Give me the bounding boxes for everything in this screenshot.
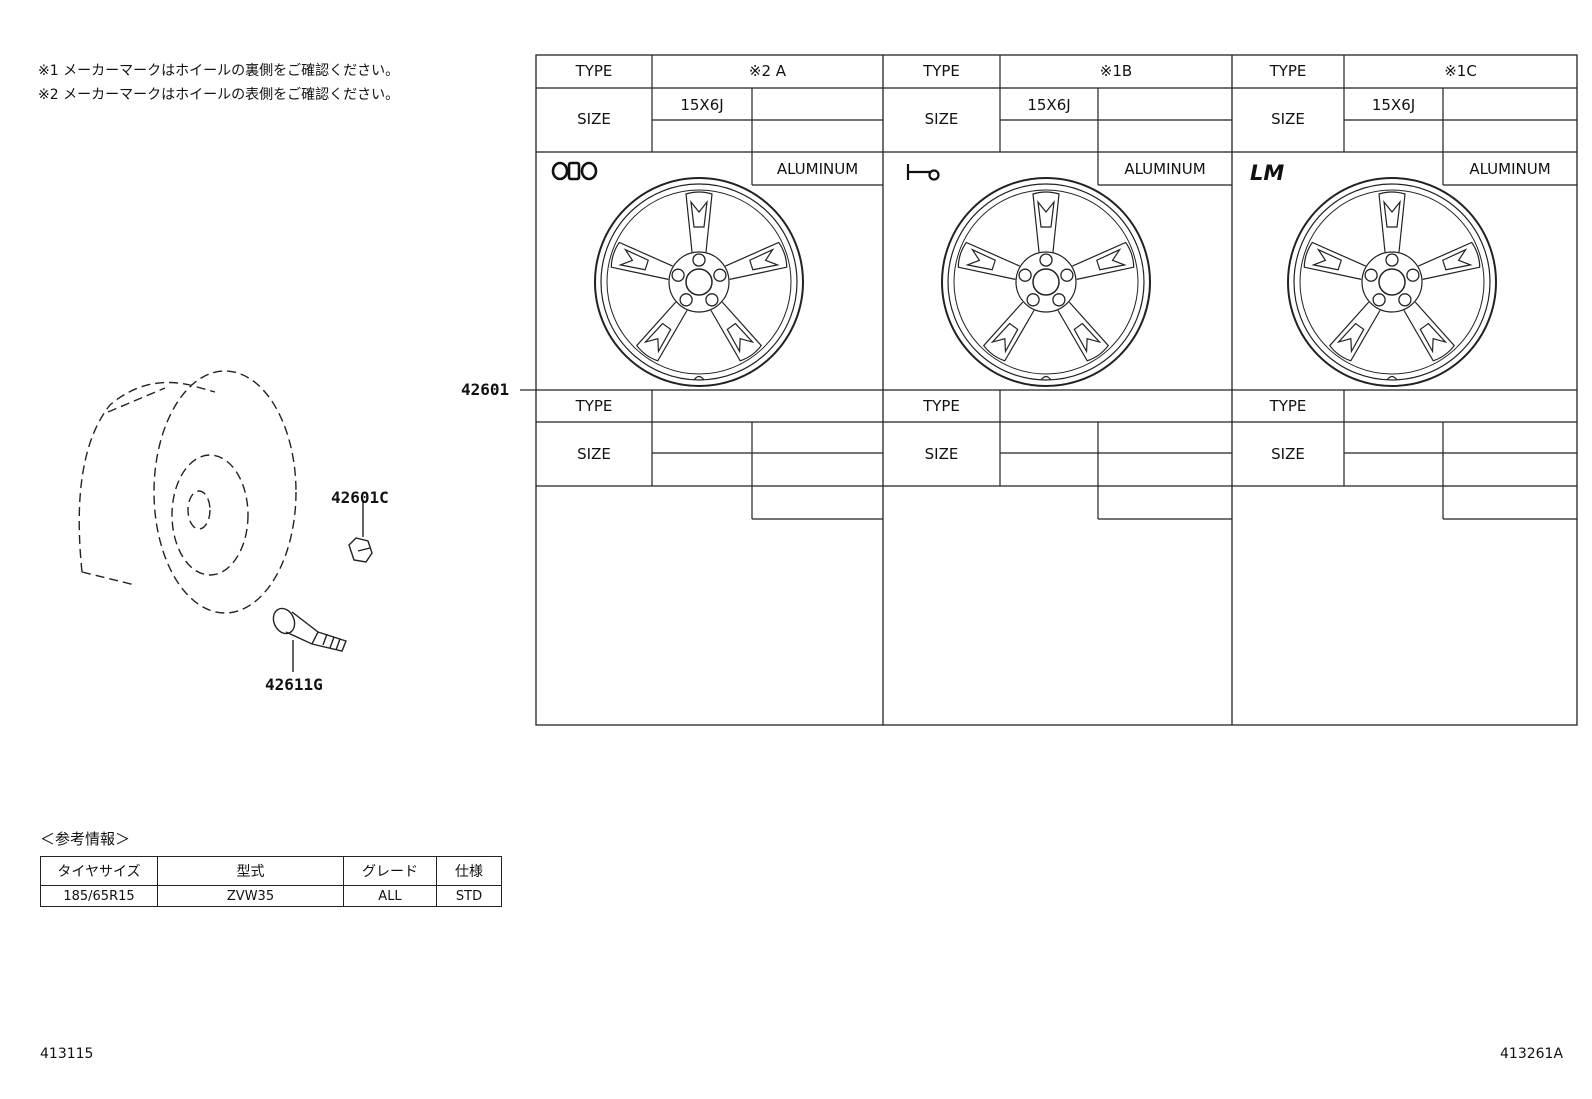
reference-table: タイヤサイズ 型式 グレード 仕様 185/65R15 ZVW35 ALL ST… bbox=[40, 856, 502, 907]
illustration-code-right: 413261A bbox=[1500, 1046, 1564, 1062]
panel-a-type-label: TYPE bbox=[575, 62, 613, 80]
part-number-42601: 42601 bbox=[461, 380, 510, 399]
reference-header-grade: グレード bbox=[343, 856, 437, 886]
maker-logo-obo bbox=[551, 161, 598, 181]
panel-c-type-value: ※1C bbox=[1444, 62, 1477, 80]
panel-c-lower-size-label: SIZE bbox=[1271, 445, 1305, 463]
panel-b-lower-size-label: SIZE bbox=[924, 445, 959, 463]
note-1: ※1 メーカーマークはホイールの裏側をご確認ください。 bbox=[38, 63, 400, 79]
wheel-drawing-a bbox=[594, 177, 804, 387]
panel-3-lines bbox=[1343, 55, 1577, 520]
reference-header-tire-size: タイヤサイズ bbox=[40, 856, 158, 886]
panel-c-material: ALUMINUM bbox=[1469, 160, 1551, 178]
panel-c-size-label: SIZE bbox=[1271, 110, 1305, 128]
panel-a-material: ALUMINUM bbox=[776, 160, 859, 178]
tire-drawing bbox=[78, 370, 297, 614]
nut-drawing bbox=[348, 500, 373, 563]
panel-b-lower-type-label: TYPE bbox=[923, 397, 960, 415]
panel-a-type-value: ※2 A bbox=[748, 62, 787, 80]
wheel-drawing-b bbox=[941, 177, 1151, 387]
reference-header-spec: 仕様 bbox=[436, 856, 502, 886]
panel-c-type-label: TYPE bbox=[1269, 62, 1307, 80]
maker-logo-key bbox=[906, 164, 940, 181]
part-number-42611g: 42611G bbox=[265, 675, 323, 694]
reference-value-row: 185/65R15 ZVW35 ALL STD bbox=[40, 885, 502, 907]
reference-header-model: 型式 bbox=[157, 856, 344, 886]
maker-logo-lm: LM bbox=[1250, 161, 1284, 185]
panel-b-size-label: SIZE bbox=[924, 110, 959, 128]
panel-b-type-value: ※1B bbox=[1099, 62, 1133, 80]
wheel-drawing-c bbox=[1287, 177, 1497, 387]
valve-drawing bbox=[272, 607, 347, 672]
note-2: ※2 メーカーマークはホイールの表側をご確認ください。 bbox=[38, 87, 400, 103]
panel-c-size-value: 15X6J bbox=[1371, 96, 1416, 114]
reference-value-spec: STD bbox=[436, 885, 502, 907]
panel-c-lower-type-label: TYPE bbox=[1269, 397, 1307, 415]
panel-1-lines bbox=[651, 55, 883, 520]
reference-title: ＜参考情報＞ bbox=[40, 830, 131, 848]
illustration-code-left: 413115 bbox=[40, 1046, 94, 1062]
reference-value-tire-size: 185/65R15 bbox=[40, 885, 158, 907]
panel-2-lines bbox=[999, 55, 1232, 520]
part-number-42601c: 42601C bbox=[331, 488, 389, 507]
panel-b-type-label: TYPE bbox=[923, 62, 960, 80]
panel-b-material: ALUMINUM bbox=[1124, 160, 1206, 178]
panel-a-lower-type-label: TYPE bbox=[575, 397, 613, 415]
panel-a-lower-size-label: SIZE bbox=[577, 445, 611, 463]
reference-value-grade: ALL bbox=[343, 885, 437, 907]
panel-a-size-value: 15X6J bbox=[680, 96, 724, 114]
panel-b-size-value: 15X6J bbox=[1027, 96, 1071, 114]
panel-a-size-label: SIZE bbox=[577, 110, 611, 128]
reference-value-model: ZVW35 bbox=[157, 885, 344, 907]
reference-header-row: タイヤサイズ 型式 グレード 仕様 bbox=[40, 856, 502, 886]
